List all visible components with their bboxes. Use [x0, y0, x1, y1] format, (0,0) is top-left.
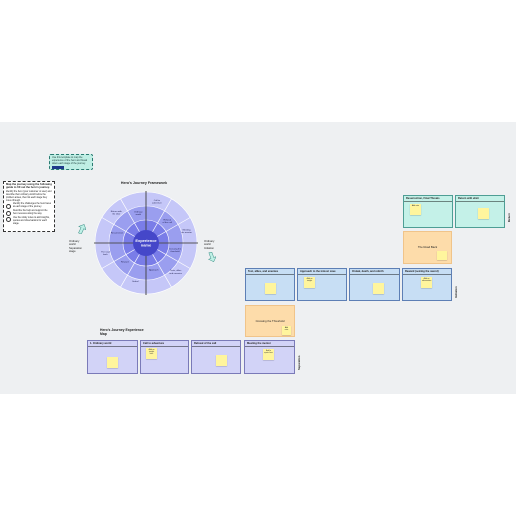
- wheel-spoke: [120, 254, 140, 288]
- stage-card-ordinary-world[interactable]: 1. Ordinary world: [87, 340, 138, 374]
- instructions-panel[interactable]: Map the journey using the following guid…: [3, 181, 55, 232]
- wheel-center[interactable]: [133, 230, 159, 256]
- stage-card-return-with-elixir[interactable]: Return with elixir: [455, 195, 505, 228]
- wheel-spoke: [120, 198, 140, 232]
- instruction-item: Use the sticky notes to add insights, qu…: [6, 217, 52, 226]
- stage-card-title: Return with elixir: [456, 196, 504, 203]
- stage-card-road-back[interactable]: The Road Back: [403, 231, 452, 264]
- wheel-spoke: [101, 249, 135, 269]
- tip-text: Use this template to map the experience …: [52, 156, 88, 165]
- stage-card-reward[interactable]: Reward (seizing the sword) Add an observ…: [402, 268, 452, 301]
- stage-card-call-to-adventure[interactable]: Call to adventure Add an insight here: [140, 340, 189, 374]
- sticky-note[interactable]: [373, 283, 384, 294]
- sticky-note[interactable]: [437, 251, 447, 260]
- tip-note[interactable]: Use this template to map the experience …: [49, 154, 93, 170]
- stage-card-crossing-the-threshold[interactable]: Crossing the Threshold Add note: [245, 305, 295, 337]
- instruction-item: Describe the help and support the hero r…: [6, 210, 52, 216]
- wheel-stage-label: Resurrection: [111, 232, 124, 235]
- stage-card-title: Reward (seizing the sword): [403, 269, 451, 276]
- stage-card-title: Call to adventure: [141, 341, 188, 348]
- wheel-spoke: [152, 198, 172, 232]
- stage-card-title: Ordeal, death, and rebirth: [350, 269, 399, 276]
- row-label-initiation: Initiation: [454, 286, 458, 298]
- wheel-spoke: [101, 217, 135, 237]
- wheel-stage-label: Reward: [121, 261, 129, 264]
- sticky-note[interactable]: Add an insight here: [146, 348, 157, 359]
- sticky-note[interactable]: Add note: [410, 204, 421, 215]
- stage-card-meeting-the-mentor[interactable]: Meeting the mentor Add a quote here: [244, 340, 295, 374]
- wheel-title: Hero's Journey Framework: [120, 181, 168, 185]
- sticky-note[interactable]: Add an insight: [304, 277, 315, 288]
- instruction-text: Describe the help and support the hero r…: [13, 210, 48, 216]
- instruction-text: Identify the challenges the hero faces a…: [13, 203, 52, 209]
- sticky-note[interactable]: Add a quote here: [263, 349, 274, 360]
- wheel-spoke: [157, 249, 191, 269]
- stage-card-title: Approach to the inmost cave: [298, 269, 346, 276]
- stage-card-title: Resurrection, Final Threats: [404, 196, 452, 203]
- wheel-stage-label: Approach: [149, 268, 159, 271]
- sticky-note[interactable]: [216, 355, 227, 366]
- stage-card-resurrection[interactable]: Resurrection, Final Threats Add note: [403, 195, 453, 228]
- sticky-note[interactable]: [478, 208, 489, 219]
- row-label-separation: Separation: [297, 355, 301, 370]
- wheel-spoke: [157, 217, 191, 237]
- stage-card-ordeal[interactable]: Ordeal, death, and rebirth: [349, 268, 400, 301]
- sticky-note[interactable]: Add note: [282, 326, 291, 335]
- stage-card-title: The Road Back: [417, 245, 438, 249]
- stage-card-title: Refusal of the call: [192, 341, 240, 348]
- stage-card-title: Test, allies, and enemies: [246, 269, 294, 276]
- instructions-title: Map the journey using the following guid…: [6, 183, 52, 189]
- bullet-icon: [6, 203, 11, 209]
- stage-card-title: Crossing the Threshold: [255, 319, 285, 323]
- sticky-note[interactable]: [265, 283, 276, 294]
- bullet-icon: [6, 210, 11, 216]
- instructions-intro: Identify the hero (your customer or user…: [6, 190, 52, 202]
- arrow-down-icon: [208, 252, 216, 262]
- sticky-note[interactable]: [107, 357, 118, 368]
- stage-card-test-allies-enemies[interactable]: Test, allies, and enemies: [245, 268, 295, 301]
- learn-more-button[interactable]: [52, 166, 64, 169]
- stage-card-refusal-of-the-call[interactable]: Refusal of the call: [191, 340, 241, 374]
- instruction-text: Use the sticky notes to add insights, qu…: [13, 217, 50, 225]
- stage-card-title: 1. Ordinary world: [88, 341, 137, 348]
- row-label-return: Return: [507, 212, 511, 222]
- instruction-item: Identify the challenges the hero faces a…: [6, 203, 52, 209]
- sticky-note[interactable]: Add an observation: [421, 277, 432, 288]
- wheel-stage-label: Ordeal: [132, 280, 139, 283]
- bullet-icon: [6, 217, 11, 223]
- stage-card-title: Meeting the mentor: [245, 341, 294, 348]
- stage-card-approach[interactable]: Approach to the inmost cave Add an insig…: [297, 268, 347, 301]
- arrow-up-icon: [78, 224, 86, 234]
- wheel-spoke: [152, 254, 172, 288]
